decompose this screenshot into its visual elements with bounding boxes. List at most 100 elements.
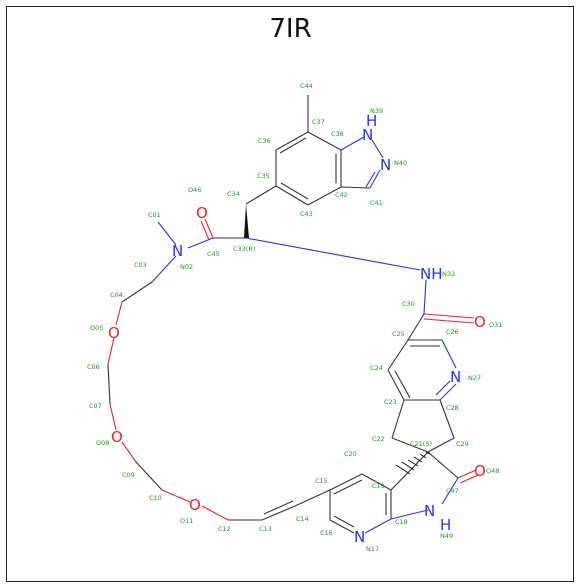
atom-n27: N — [450, 368, 461, 386]
bond — [423, 318, 475, 324]
label-n40: N40 — [394, 159, 407, 167]
bond — [457, 469, 477, 479]
atom-o46: O — [196, 204, 208, 222]
bond — [364, 518, 392, 534]
atom-n17: N — [354, 528, 365, 546]
label-c42: C42 — [335, 191, 348, 199]
bond — [423, 279, 427, 315]
diagram-frame — [6, 6, 574, 582]
label-c07: C07 — [89, 402, 102, 410]
atom-n49-h: H — [440, 516, 451, 534]
bond — [340, 186, 371, 189]
label-c09: C09 — [122, 471, 135, 479]
label-c16: C16 — [320, 529, 333, 537]
atom-n39-h: H — [366, 112, 377, 130]
label-c28: C28 — [446, 404, 459, 412]
bond — [307, 186, 342, 206]
label-c12: C12 — [218, 525, 231, 533]
bond — [245, 237, 421, 271]
label-o05: O05 — [90, 324, 103, 332]
label-c45: C45 — [207, 250, 220, 258]
bond — [369, 169, 381, 189]
bond — [361, 473, 392, 491]
atom-o05: O — [108, 324, 120, 342]
hashed-bond — [395, 451, 431, 475]
label-o11: O11 — [180, 517, 193, 525]
label-c06: C06 — [87, 363, 100, 371]
bond — [390, 509, 429, 520]
bond — [439, 399, 455, 439]
bond — [275, 185, 309, 206]
bond — [109, 403, 117, 431]
label-c22: C22 — [372, 435, 385, 443]
label-c29: C29 — [456, 440, 469, 448]
atom-o08: O — [111, 428, 123, 446]
label-n17: N17 — [366, 545, 379, 553]
bond — [423, 313, 475, 319]
bond — [121, 281, 153, 303]
label-c23: C23 — [384, 398, 397, 406]
bond — [394, 370, 411, 399]
label-c37: C37 — [312, 118, 325, 126]
bond — [439, 383, 457, 401]
bond — [263, 500, 294, 515]
bond — [441, 477, 459, 505]
bond — [200, 220, 210, 241]
bond — [135, 461, 163, 491]
bond — [333, 515, 355, 528]
label-o46: O46 — [188, 186, 201, 194]
label-c34: C34 — [227, 190, 240, 198]
atom-o48: O — [474, 462, 486, 480]
label-c43: C43 — [300, 210, 313, 218]
label-c01: C01 — [148, 211, 161, 219]
atom-n32: NH — [420, 265, 443, 283]
heteroatom-symbols: N N N NH H N N N H O O O O O O — [108, 112, 486, 546]
atom-o11: O — [189, 496, 201, 514]
bond — [340, 136, 365, 151]
atom-n39: N — [362, 126, 373, 144]
label-c20: C20 — [344, 450, 357, 458]
bond — [371, 139, 384, 159]
label-c15: C15 — [315, 477, 328, 485]
label-c24: C24 — [370, 364, 383, 372]
bond — [204, 218, 214, 239]
bond — [121, 441, 137, 463]
label-o08: O08 — [96, 439, 109, 447]
bond — [441, 339, 457, 369]
wedge-bond — [244, 204, 249, 238]
bond — [245, 185, 277, 205]
label-c19: C19 — [372, 482, 385, 490]
bond — [391, 437, 429, 453]
bond — [115, 301, 123, 326]
atom-o31: O — [474, 313, 486, 331]
bond — [107, 363, 111, 405]
label-o48: O48 — [486, 467, 499, 475]
label-c36: C36 — [258, 137, 271, 145]
label-c14: C14 — [296, 515, 309, 523]
bond — [365, 171, 376, 188]
diagram-title: 7IR — [269, 14, 312, 44]
bond — [280, 182, 309, 200]
label-o31: O31 — [489, 321, 502, 329]
label-c38: C38 — [331, 130, 344, 138]
atom-n40: N — [380, 156, 391, 174]
bond — [387, 339, 409, 371]
bond — [157, 221, 177, 246]
label-c03: C03 — [134, 261, 147, 269]
label-c04: C04 — [110, 291, 123, 299]
label-c26: C26 — [446, 328, 459, 336]
bond — [161, 489, 191, 503]
label-n32: N32 — [442, 270, 455, 278]
bond — [407, 313, 425, 341]
bond — [279, 137, 307, 154]
label-c44: C44 — [300, 82, 313, 90]
bond — [107, 337, 115, 365]
label-c13: C13 — [259, 525, 272, 533]
bond — [329, 519, 355, 534]
bond — [329, 473, 363, 491]
bonds — [107, 95, 479, 534]
label-n27: N27 — [468, 374, 481, 382]
bond — [201, 505, 229, 521]
bond — [307, 131, 342, 151]
